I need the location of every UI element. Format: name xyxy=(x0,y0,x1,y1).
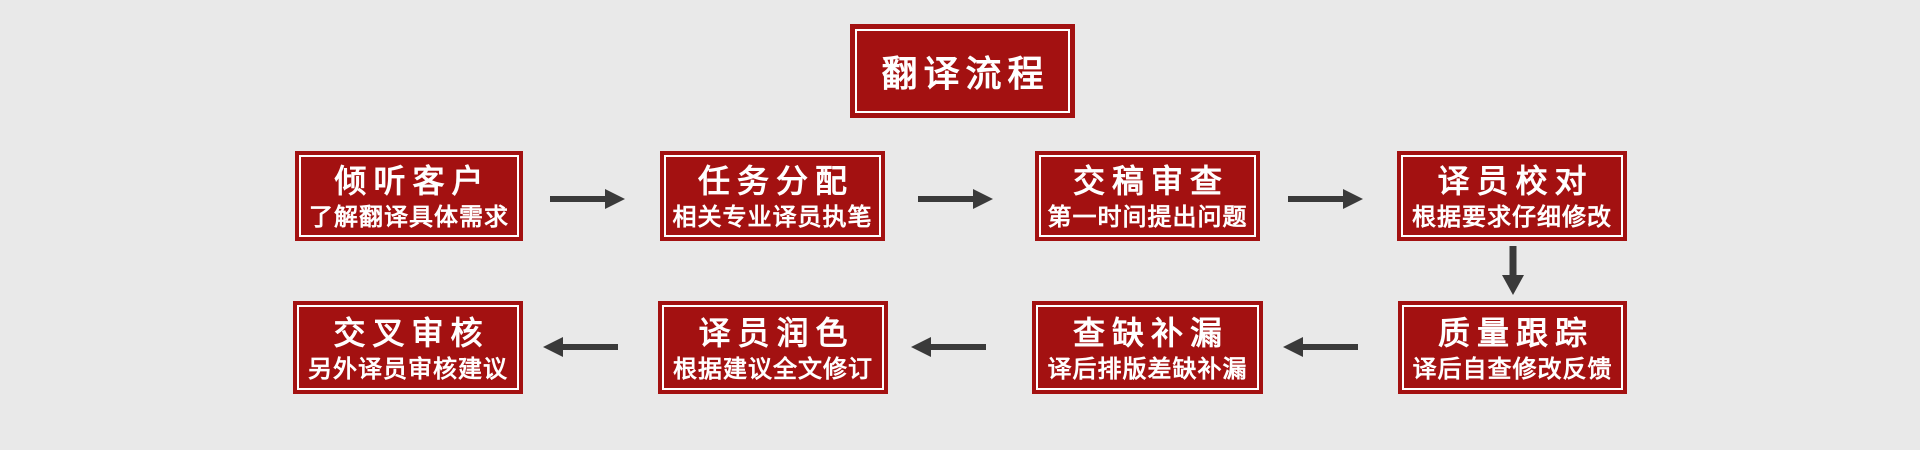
node-frame: 查缺补漏 译后排版差缺补漏 xyxy=(1036,305,1259,390)
arrow-down-icon xyxy=(1502,246,1524,295)
node-frame: 交叉审核 另外译员审核建议 xyxy=(297,305,519,390)
node-main-label: 交稿审查 xyxy=(1072,162,1229,200)
flow-node-cross-review: 交叉审核 另外译员审核建议 xyxy=(293,301,523,394)
node-sub-label: 根据建议全文修订 xyxy=(673,354,873,383)
node-frame: 译员润色 根据建议全文修订 xyxy=(662,305,884,390)
flowchart-title: 翻译流程 xyxy=(881,54,1050,95)
node-main-label: 译员润色 xyxy=(698,313,855,352)
flow-node-listen-to-clients: 倾听客户 了解翻译具体需求 xyxy=(295,151,523,241)
node-main-label: 查缺补漏 xyxy=(1072,313,1229,352)
node-main-label: 倾听客户 xyxy=(334,162,491,200)
arrow-right-icon xyxy=(918,189,993,209)
node-main-label: 质量跟踪 xyxy=(1437,313,1594,352)
node-main-label: 交叉审核 xyxy=(333,313,490,352)
node-sub-label: 第一时间提出问题 xyxy=(1047,203,1248,231)
flow-node-draft-review: 交稿审查 第一时间提出问题 xyxy=(1035,151,1260,241)
flowchart-title-box: 翻译流程 xyxy=(850,24,1075,118)
node-sub-label: 译后自查修改反馈 xyxy=(1412,354,1613,383)
flow-node-translator-proofreading: 译员校对 根据要求仔细修改 xyxy=(1397,151,1627,241)
node-sub-label: 了解翻译具体需求 xyxy=(309,203,509,231)
flowchart-title-inner-frame: 翻译流程 xyxy=(855,29,1070,113)
arrow-left-icon xyxy=(911,337,986,357)
arrow-left-icon xyxy=(543,337,618,357)
flow-node-task-assignment: 任务分配 相关专业译员执笔 xyxy=(660,151,885,241)
node-frame: 质量跟踪 译后自查修改反馈 xyxy=(1402,305,1623,390)
arrow-right-icon xyxy=(1288,189,1363,209)
node-frame: 交稿审查 第一时间提出问题 xyxy=(1039,155,1256,237)
flow-node-quality-tracking: 质量跟踪 译后自查修改反馈 xyxy=(1398,301,1627,394)
node-main-label: 译员校对 xyxy=(1437,162,1594,200)
arrow-right-icon xyxy=(550,189,625,209)
flow-node-gap-filling: 查缺补漏 译后排版差缺补漏 xyxy=(1032,301,1263,394)
node-sub-label: 根据要求仔细修改 xyxy=(1412,203,1612,231)
arrow-left-icon xyxy=(1283,337,1358,357)
node-sub-label: 相关专业译员执笔 xyxy=(672,203,873,231)
flow-node-translator-polishing: 译员润色 根据建议全文修订 xyxy=(658,301,888,394)
node-frame: 任务分配 相关专业译员执笔 xyxy=(664,155,881,237)
node-sub-label: 另外译员审核建议 xyxy=(308,354,508,383)
node-main-label: 任务分配 xyxy=(697,162,854,200)
node-frame: 译员校对 根据要求仔细修改 xyxy=(1401,155,1623,237)
node-sub-label: 译后排版差缺补漏 xyxy=(1047,354,1248,383)
node-frame: 倾听客户 了解翻译具体需求 xyxy=(299,155,519,237)
